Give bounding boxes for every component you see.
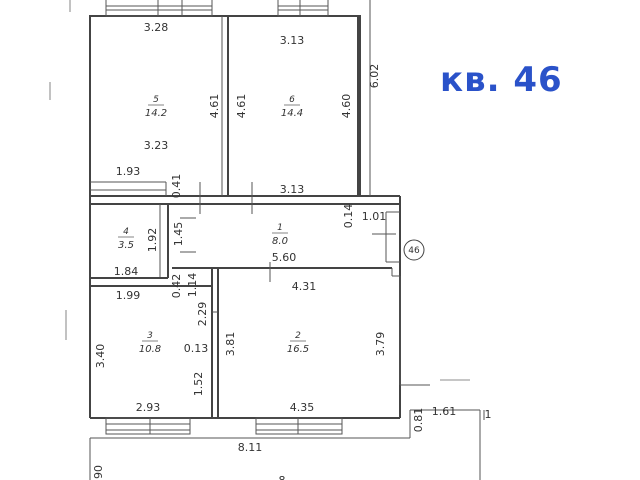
lower-outline xyxy=(89,276,485,480)
dimension-label: 0.42 xyxy=(170,274,183,299)
dimension-label: 1.99 xyxy=(116,289,141,302)
room-label-2: 2 16.5 xyxy=(287,331,309,355)
apartment-marker: 46 xyxy=(403,239,425,261)
dimension-label: 1.14 xyxy=(186,273,199,298)
room-area: 16.5 xyxy=(287,344,309,355)
margin-marks xyxy=(49,0,71,340)
dimension-label: 4.35 xyxy=(290,401,315,414)
room-number: 3 xyxy=(147,331,153,341)
dimension-label: 1.61 xyxy=(432,405,457,418)
dimension-label: 3.28 xyxy=(144,21,169,34)
dimension-label: 8 xyxy=(279,474,286,480)
dimension-label: 0.13 xyxy=(184,342,209,355)
dimension-label: 1 xyxy=(485,408,492,421)
dimension-label: 3.40 xyxy=(94,344,107,369)
dimension-label: 90 xyxy=(92,465,105,479)
dimension-label: 4.61 xyxy=(208,94,221,119)
dimension-label: 1.01 xyxy=(362,210,387,223)
room-label-1: 1 8.0 xyxy=(272,223,288,247)
interior-walls xyxy=(90,16,400,418)
room-label-3: 3 10.8 xyxy=(139,331,161,355)
window-bottom-left xyxy=(105,417,191,435)
dimension-label: 4.31 xyxy=(292,280,317,293)
dimension-label: 2.93 xyxy=(136,401,161,414)
dimension-label: 1.52 xyxy=(192,372,205,397)
dimension-labels: 3.28 3.13 3.23 1.93 3.13 1.01 1.84 5.60 … xyxy=(114,21,492,480)
room-area: 14.4 xyxy=(281,108,303,119)
dimension-label: 8.11 xyxy=(238,441,263,454)
dimension-label: 1.93 xyxy=(116,165,141,178)
apartment-title: кв. 46 xyxy=(440,60,563,100)
dimension-label: 2.29 xyxy=(196,302,209,327)
room-number: 1 xyxy=(277,223,283,233)
room-area: 14.2 xyxy=(145,108,167,119)
dimension-label: 5.60 xyxy=(272,251,297,264)
room-area: 10.8 xyxy=(139,344,161,355)
dimension-label: 1.45 xyxy=(172,222,185,247)
room-label-4: 4 3.5 xyxy=(118,227,134,251)
apartment-marker-label: 46 xyxy=(408,246,420,256)
dimension-label: 0.81 xyxy=(412,408,425,433)
dimension-label: 1.92 xyxy=(146,228,159,253)
dimension-label: 1.84 xyxy=(114,265,139,278)
room-number: 6 xyxy=(289,95,295,105)
room-number: 2 xyxy=(295,331,301,341)
dimension-label: 3.79 xyxy=(374,332,387,357)
window-top-right xyxy=(277,0,329,17)
room-area: 3.5 xyxy=(118,240,134,251)
dimension-label: 3.13 xyxy=(280,183,305,196)
dimension-label: 3.23 xyxy=(144,139,169,152)
door-marks xyxy=(180,182,400,313)
room-number: 4 xyxy=(123,227,129,237)
dimension-label: 0.41 xyxy=(170,174,183,199)
room-area: 8.0 xyxy=(272,236,288,247)
dimension-label: 3.81 xyxy=(224,332,237,357)
dimension-label: 0.14 xyxy=(342,204,355,229)
room-label-5: 5 14.2 xyxy=(145,95,167,119)
dimension-label: 6.02 xyxy=(368,64,381,89)
window-top-left xyxy=(105,0,213,17)
dimension-labels-vertical: 6.02 4.61 4.61 4.60 0.41 0.14 1.45 1.92 … xyxy=(92,64,425,479)
room-label-6: 6 14.4 xyxy=(281,95,303,119)
dimension-label: 4.60 xyxy=(340,94,353,119)
dimension-label: 3.13 xyxy=(280,34,305,47)
window-bottom-right xyxy=(255,417,343,435)
dimension-label: 4.61 xyxy=(235,94,248,119)
room-number: 5 xyxy=(153,95,159,105)
